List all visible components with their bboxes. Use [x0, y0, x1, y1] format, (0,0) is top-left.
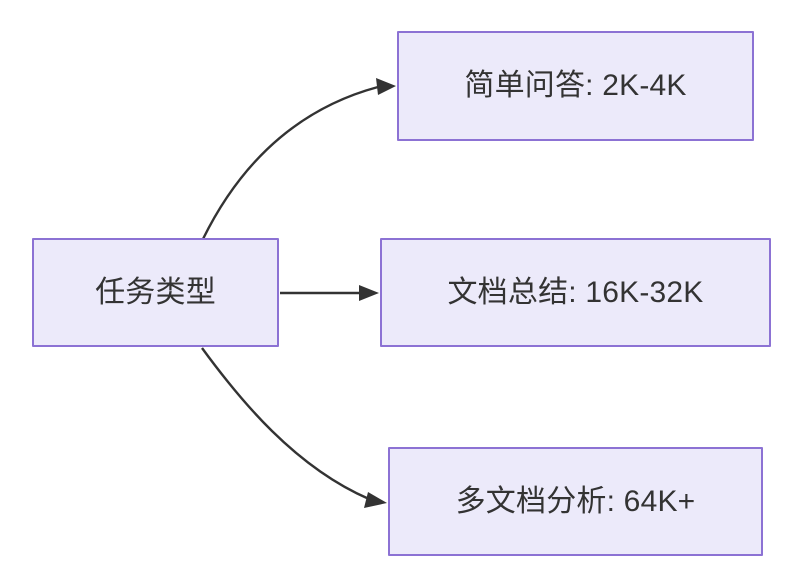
node-label: 多文档分析: 64K+ [455, 484, 696, 518]
node-label: 简单问答: 2K-4K [464, 69, 687, 102]
arrow-head-icon-multi-doc [364, 492, 387, 508]
node-task-type[interactable]: 任务类型 [32, 238, 279, 347]
node-simple-qa[interactable]: 简单问答: 2K-4K [397, 31, 754, 141]
edge-root-to-multi-doc [201, 347, 387, 508]
edge-path-root-to-multi-doc [201, 347, 370, 501]
node-doc-summary[interactable]: 文档总结: 16K-32K [380, 238, 771, 347]
edge-path-root-to-simple-qa [201, 85, 379, 240]
arrow-head-icon-doc-summary [359, 285, 379, 301]
node-label: 任务类型 [95, 275, 216, 309]
node-multi-doc[interactable]: 多文档分析: 64K+ [388, 447, 763, 556]
node-label: 文档总结: 16K-32K [447, 275, 704, 309]
arrow-head-icon-simple-qa [376, 78, 396, 95]
edge-root-to-doc-summary [280, 285, 379, 301]
edge-root-to-simple-qa [201, 78, 396, 240]
